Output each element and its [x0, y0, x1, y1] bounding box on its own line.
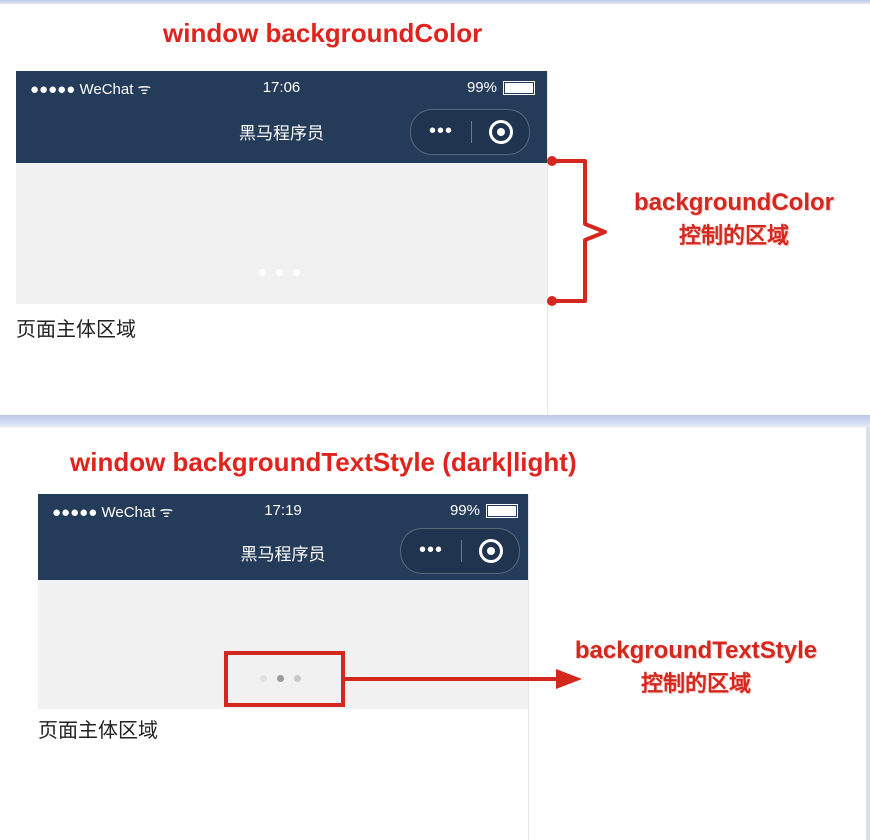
pull-refresh-area — [38, 580, 528, 709]
battery-icon — [503, 81, 535, 96]
phone-mockup: ●●●●● WeChat ᯤ 17:19 99% 黑马程序员 ••• 页面主体区… — [38, 494, 529, 840]
annotation-line2: 控制的区域 — [640, 672, 751, 697]
clock: 17:06 — [262, 79, 301, 96]
annotation-line1: backgroundTextStyle — [574, 637, 818, 664]
loading-dot — [293, 269, 300, 276]
loading-dot — [294, 675, 301, 682]
carrier-label: ●●●●● WeChat ᯤ — [52, 504, 174, 521]
nav-title: 黑马程序员 — [240, 545, 326, 564]
more-icon[interactable]: ••• — [419, 539, 444, 561]
navigation-bar: ●●●●● WeChat ᯤ 17:19 99% 黑马程序员 ••• — [38, 494, 528, 580]
capsule-menu[interactable]: ••• — [400, 528, 520, 574]
loading-dot — [259, 269, 266, 276]
page-body-text: 页面主体区域 — [38, 718, 158, 742]
capsule-divider — [461, 540, 462, 562]
close-miniprogram-icon[interactable] — [479, 539, 503, 563]
page-body-text: 页面主体区域 — [16, 317, 136, 341]
loading-dot — [277, 675, 284, 682]
battery-status: 99% — [450, 502, 518, 519]
arrow-annotation — [224, 651, 582, 707]
wifi-icon: ᯤ — [133, 81, 152, 98]
battery-status: 99% — [467, 79, 535, 96]
nav-title: 黑马程序员 — [239, 124, 324, 143]
close-miniprogram-icon[interactable] — [489, 120, 513, 144]
battery-icon — [486, 504, 518, 519]
annotation-line1: backgroundColor — [633, 189, 834, 216]
loading-dots — [260, 675, 301, 682]
loading-dots — [259, 269, 300, 276]
middle-band — [0, 415, 870, 427]
capsule-divider — [471, 121, 472, 143]
more-icon[interactable]: ••• — [429, 120, 454, 142]
pull-refresh-area — [16, 163, 547, 304]
phone-mockup: ●●●●● WeChat ᯤ 17:06 99% 黑马程序员 ••• 页面主体区… — [16, 71, 548, 415]
loading-dot — [260, 675, 267, 682]
wifi-icon: ᯤ — [155, 504, 174, 521]
annotation-line2: 控制的区域 — [678, 224, 789, 249]
slide-panel-background-text-style: window backgroundTextStyle (dark|light) … — [0, 427, 866, 840]
loading-dot — [276, 269, 283, 276]
panel-heading: window backgroundColor — [163, 18, 483, 48]
clock: 17:19 — [264, 502, 302, 519]
top-band — [0, 0, 870, 4]
annotation-label: backgroundColor 控制的区域 — [620, 186, 848, 254]
slide-panel-background-color: window backgroundColor ●●●●● WeChat ᯤ 17… — [0, 4, 870, 415]
annotation-label: backgroundTextStyle 控制的区域 — [568, 634, 824, 702]
navigation-bar: ●●●●● WeChat ᯤ 17:06 99% 黑马程序员 ••• — [16, 71, 547, 163]
bracket-annotation — [547, 156, 607, 306]
carrier-label: ●●●●● WeChat ᯤ — [30, 81, 152, 98]
capsule-menu[interactable]: ••• — [410, 109, 530, 155]
panel-heading: window backgroundTextStyle (dark|light) — [70, 447, 577, 477]
